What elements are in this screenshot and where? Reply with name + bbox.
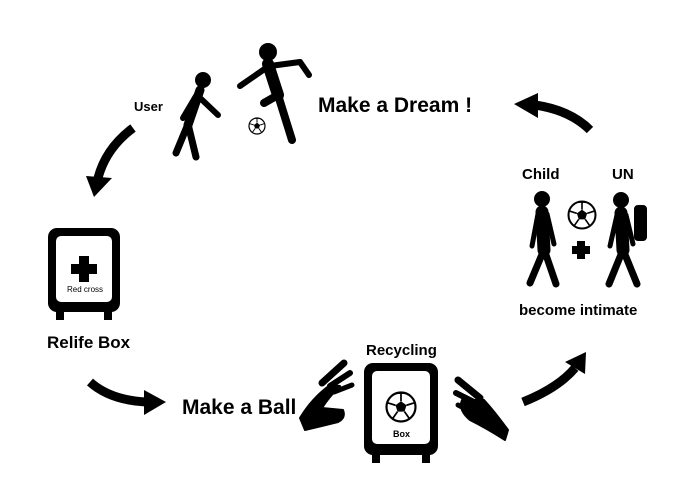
- soccer-ball-icon: [248, 117, 266, 135]
- arrow-to-make-dream: [514, 93, 594, 134]
- recycling-label: Recycling: [366, 342, 437, 359]
- soccer-player-icon: [237, 43, 312, 144]
- un-figure-icon: [605, 192, 647, 288]
- arrow-recycling-to-child-un: [521, 352, 586, 407]
- child-un-ball-icon: [567, 200, 597, 230]
- right-hand-icon: [453, 376, 509, 441]
- arrow-relife-box-to-make-ball: [86, 378, 166, 415]
- left-hand-icon: [299, 359, 355, 431]
- box-label: Box: [393, 429, 411, 439]
- plus-icon: [572, 241, 590, 259]
- relife-box-label: Relife Box: [47, 333, 131, 352]
- make-ball-label: Make a Ball: [182, 396, 297, 419]
- relife-box-icon: [48, 228, 120, 320]
- red-cross-label: Red cross: [67, 285, 104, 294]
- become-intimate-label: become intimate: [519, 302, 638, 319]
- user-figure-icon: [172, 72, 221, 161]
- make-dream-label: Make a Dream !: [318, 94, 473, 117]
- user-label: User: [134, 99, 163, 114]
- arrow-user-to-relife-box: [86, 124, 136, 197]
- un-label: UN: [612, 166, 634, 183]
- child-label: Child: [522, 166, 560, 183]
- recycling-ball-icon: [385, 391, 417, 423]
- child-figure-icon: [526, 191, 560, 288]
